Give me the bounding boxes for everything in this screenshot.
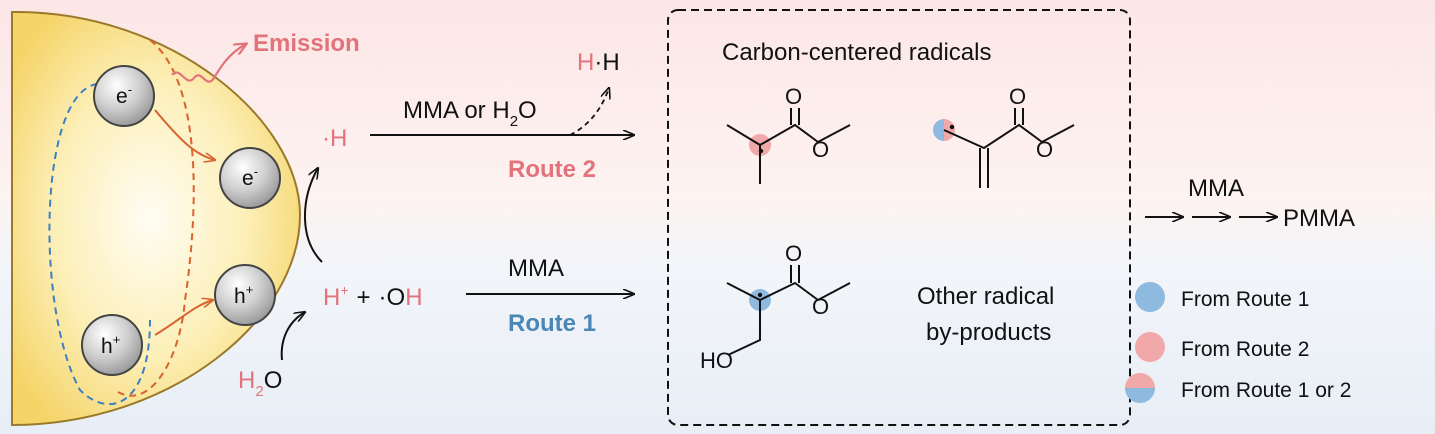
- emission-label: Emission: [253, 30, 360, 57]
- legend: From Route 1 From Route 2 From Route 1 o…: [1125, 282, 1351, 403]
- electron-particle-1: e-: [93, 65, 155, 127]
- route1-label: Route 1: [508, 310, 596, 337]
- hole-particle-2: h+: [81, 314, 143, 376]
- water-molecule: H2O: [238, 367, 282, 400]
- svg-text:e-: e-: [116, 82, 132, 108]
- hydrogen-evolution-arrow: [569, 88, 609, 136]
- proton-reduction-arrow: [303, 168, 323, 263]
- hole-particle-1: h+: [214, 264, 276, 326]
- svg-text:H·H: H·H: [577, 49, 620, 76]
- svg-text:O: O: [1036, 137, 1053, 162]
- svg-text:e-: e-: [242, 164, 258, 190]
- legend-swatch-route2: [1135, 332, 1165, 362]
- svg-text:HO: HO: [700, 348, 733, 373]
- hydrogen-molecule: H·H: [577, 49, 620, 76]
- svg-text:H++·OH: H++·OH: [323, 282, 423, 311]
- radical-structure-2: O O: [933, 84, 1075, 188]
- route2-marker: [944, 119, 955, 141]
- radicals-box: [667, 9, 1131, 426]
- electron-particle-2: e-: [219, 147, 281, 209]
- route1-reagent: MMA: [508, 255, 564, 282]
- water-oxidation-arrow: [280, 312, 305, 361]
- polymerization-reagent: MMA: [1188, 175, 1244, 202]
- h-radical: ·H: [322, 125, 347, 152]
- svg-text:MMA or H2O: MMA or H2O: [403, 97, 537, 130]
- svg-text:H2O: H2O: [238, 367, 282, 400]
- svg-text:From Route 2: From Route 2: [1181, 338, 1309, 361]
- other-radicals-line1: Other radical: [917, 283, 1054, 310]
- blue-carrier-path: [48, 82, 151, 406]
- other-radicals-line2: by-products: [926, 319, 1051, 346]
- svg-text:From Route 1 or 2: From Route 1 or 2: [1181, 379, 1351, 402]
- electron-transfer-arrow: [154, 109, 215, 160]
- product-name: PMMA: [1283, 205, 1355, 232]
- box-title: Carbon-centered radicals: [722, 39, 991, 66]
- legend-item-both: From Route 1 or 2: [1125, 373, 1351, 403]
- svg-text:From Route 1: From Route 1: [1181, 288, 1309, 311]
- route1-marker: [933, 119, 944, 141]
- legend-swatch-route1: [1135, 282, 1165, 312]
- route2-reagent: MMA or H2O: [403, 97, 537, 130]
- legend-item-route1: From Route 1: [1135, 282, 1309, 312]
- hole-transfer-arrow: [154, 300, 213, 336]
- red-carrier-path: [117, 39, 195, 397]
- svg-text:O: O: [812, 294, 829, 319]
- svg-text:O: O: [812, 137, 829, 162]
- route2-label: Route 2: [508, 156, 596, 183]
- legend-item-route2: From Route 2: [1135, 332, 1309, 362]
- radical-structure-1: O O: [726, 84, 851, 184]
- svg-text:O: O: [785, 241, 802, 266]
- svg-text:h+: h+: [101, 332, 120, 358]
- emission-arrow: [171, 44, 246, 83]
- proton-and-hydroxyl-radical: H++·OH: [323, 282, 423, 311]
- radical-structure-3: O O HO: [700, 241, 851, 373]
- legend-swatch-both-top: [1125, 373, 1155, 388]
- svg-text:O: O: [1009, 84, 1026, 109]
- legend-swatch-both-bottom: [1125, 388, 1155, 403]
- svg-text:O: O: [785, 84, 802, 109]
- svg-text:h+: h+: [234, 282, 253, 308]
- semiconductor-particle: [11, 10, 302, 427]
